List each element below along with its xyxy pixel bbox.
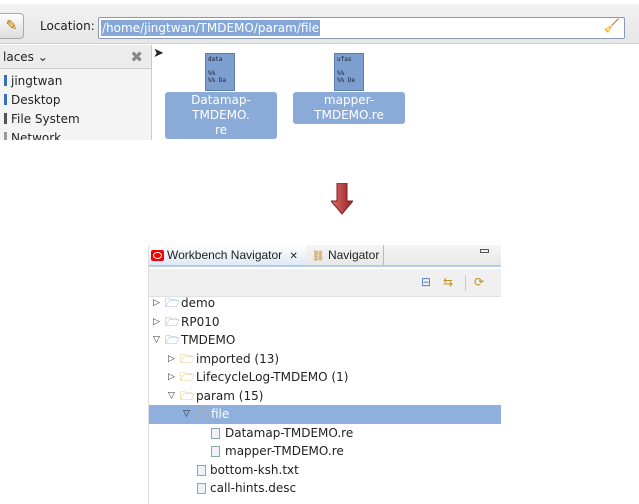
collapse-all-icon[interactable]: ⊟ — [421, 275, 432, 289]
location-label: Location: — [40, 19, 95, 33]
link-with-editor-icon[interactable]: ⇆ — [443, 275, 454, 289]
tree-item-call-hints[interactable]: call-hints.desc — [149, 479, 501, 498]
places-sidebar: laces ⌄ ✖ jingtwan Desktop File System N… — [0, 45, 152, 140]
tree-item-bottom-ksh[interactable]: bottom-ksh.txt — [149, 461, 501, 480]
down-arrow-icon — [331, 183, 353, 215]
folder-icon: 🗁 — [180, 370, 195, 384]
tree-item-tmdemo[interactable]: ▽🗁TMDEMO — [149, 331, 501, 350]
folder-icon: 🗁 — [180, 388, 195, 403]
view-toolbar: ⊟ ⇆ ⟳ — [149, 269, 501, 297]
home-icon — [4, 75, 7, 86]
tab-navigator[interactable]: ⛓ Navigator — [306, 245, 385, 265]
collapse-icon[interactable]: ▽ — [168, 390, 175, 401]
tree-item-datamap[interactable]: Datamap-TMDEMO.re — [149, 424, 501, 443]
location-toolbar: ✎ Location: /home/jingtwan/TMDEMO/param/… — [0, 4, 639, 44]
collapse-icon[interactable]: ▽ — [153, 335, 160, 345]
tab-bar: Workbench Navigator ✕ ⛓ Navigator — [149, 245, 501, 267]
edit-location-button[interactable]: ✎ — [0, 13, 24, 39]
navigator-icon: ⛓ — [311, 251, 325, 262]
project-folder-icon: 🗁 — [165, 333, 180, 347]
places-header: laces ⌄ ✖ — [0, 45, 151, 69]
place-item-desktop[interactable]: Desktop — [4, 91, 61, 109]
place-item-network[interactable]: Network — [4, 129, 61, 140]
tree-item-rp010[interactable]: ▷🗁RP010 — [149, 313, 501, 332]
tab-workbench-navigator[interactable]: Workbench Navigator ✕ — [149, 245, 306, 265]
expand-icon[interactable]: ▷ — [153, 316, 160, 327]
toolbar-separator — [465, 275, 466, 291]
file-label-datamap[interactable]: Datamap-TMDEMO.re — [165, 92, 277, 139]
tree-item-mapper[interactable]: mapper-TMDEMO.re — [149, 442, 501, 461]
drive-icon — [4, 113, 7, 124]
file-icon — [211, 446, 220, 457]
file-icon — [211, 427, 220, 439]
place-item-home[interactable]: jingtwan — [4, 72, 62, 90]
folder-icon: 🗁 — [195, 407, 210, 421]
places-dropdown[interactable]: laces ⌄ — [3, 50, 48, 64]
tree-item-param[interactable]: ▽🗁param (15) — [149, 387, 501, 406]
location-value[interactable]: /home/jingtwan/TMDEMO/param/file — [101, 20, 321, 36]
tree-item-imported[interactable]: ▷🗁imported (13) — [149, 350, 501, 369]
network-icon — [4, 132, 7, 140]
tree-item-lifecyclelog[interactable]: ▷🗁LifecycleLog-TMDEMO (1) — [149, 368, 501, 387]
file-icon — [197, 464, 206, 476]
expand-icon[interactable]: ▷ — [168, 353, 175, 364]
place-item-filesystem[interactable]: File System — [4, 110, 80, 128]
workbench-navigator-panel: Workbench Navigator ✕ ⛓ Navigator ⊟ ⇆ ⟳ … — [148, 245, 501, 504]
clear-broom-icon[interactable]: 🧹 — [603, 19, 620, 34]
mouse-cursor-icon: ➤ — [153, 46, 164, 61]
tree-item-file[interactable]: ▽🗁file — [149, 405, 501, 424]
collapse-icon[interactable]: ▽ — [183, 409, 190, 419]
tree-item-demo[interactable]: ▷🗁demo — [149, 294, 501, 313]
text-file-icon[interactable]: ufas %%%% De — [334, 53, 364, 91]
folder-icon: 🗁 — [180, 351, 195, 366]
project-folder-icon: 🗁 — [165, 314, 180, 329]
minimize-button[interactable] — [480, 249, 489, 253]
file-label-mapper[interactable]: mapper-TMDEMO.re — [293, 92, 405, 124]
location-input[interactable]: /home/jingtwan/TMDEMO/param/file 🧹 — [98, 17, 625, 39]
expand-icon[interactable]: ▷ — [153, 298, 160, 308]
file-manager-window: ✎ Location: /home/jingtwan/TMDEMO/param/… — [0, 0, 639, 140]
close-tab-icon[interactable]: ✕ — [289, 251, 298, 262]
oracle-icon — [151, 250, 164, 261]
desktop-icon — [4, 94, 7, 105]
file-icon — [197, 483, 206, 494]
expand-icon[interactable]: ▷ — [168, 372, 175, 382]
text-file-icon[interactable]: data %%%% Da — [205, 53, 235, 91]
pencil-icon: ✎ — [5, 18, 18, 34]
sync-icon[interactable]: ⟳ — [474, 275, 485, 289]
chevron-down-icon: ⌄ — [37, 50, 48, 64]
file-view: ➤ data %%%% Da Datamap-TMDEMO.re ufas %%… — [152, 45, 639, 140]
close-icon[interactable]: ✖ — [130, 48, 143, 66]
project-folder-icon: 🗁 — [165, 296, 180, 310]
